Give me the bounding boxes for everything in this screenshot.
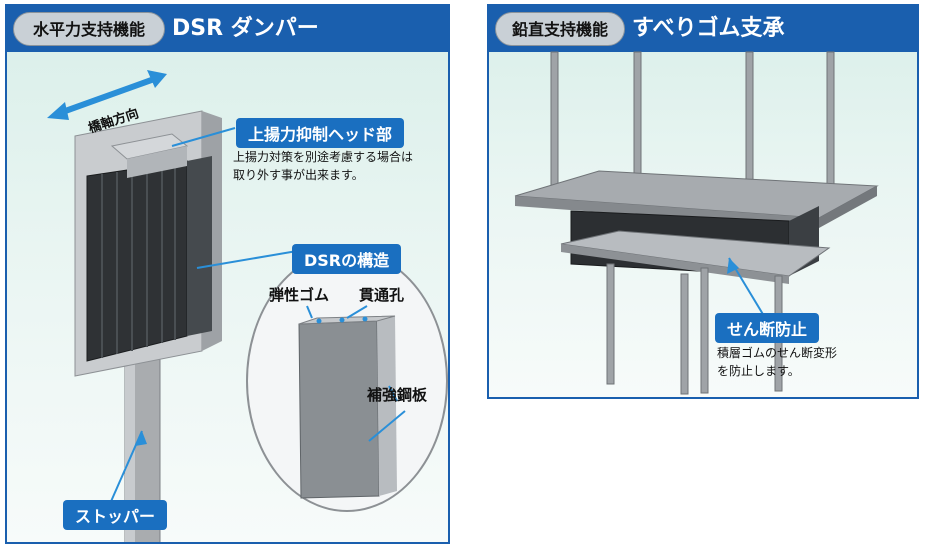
rubber-body-side — [187, 156, 212, 336]
head-leader-line — [171, 127, 236, 147]
lower-rod-2 — [680, 273, 689, 395]
horizontal-support-pill: 水平力支持機能 — [13, 12, 165, 46]
shear-note-line1: 積層ゴムのせん断変形 — [717, 346, 838, 360]
through-hole-3 — [362, 316, 368, 322]
upper-rod-1 — [550, 51, 559, 203]
reinforcing-plate — [377, 316, 397, 496]
stopper-column-highlight — [125, 346, 135, 542]
cutaway-top — [298, 315, 396, 325]
dsr-damper-illustration — [47, 70, 448, 542]
through-hole-2 — [339, 317, 345, 323]
uplift-head-front — [127, 146, 187, 178]
vertical-support-pill: 鉛直支持機能 — [495, 12, 625, 46]
structure-leader-line — [196, 250, 298, 269]
through-hole-label: 貫通孔 — [359, 286, 405, 304]
stopper-label: ストッパー — [63, 500, 168, 530]
upper-rod-4 — [826, 51, 835, 193]
lower-rod-3 — [700, 267, 709, 394]
sliding-bearing-panel: 鉛直支持機能 すべりゴム支承 せん断防止 積層ゴムのせん断変形 を防止します。 — [487, 4, 919, 399]
reinforcing-plate-label: 補強鋼板 — [367, 386, 428, 404]
sliding-bearing-title: すべりゴム支承 — [632, 16, 785, 41]
sliding-bearing-illustration — [514, 51, 879, 395]
elastic-rubber-label: 弾性ゴム — [269, 286, 330, 304]
through-hole-1 — [316, 318, 322, 324]
dsr-damper-panel: 水平力支持機能 DSR ダンパー — [5, 4, 450, 544]
uplift-note-line1: 上揚力対策を別途考慮する場合は — [233, 150, 414, 164]
lower-rod-1 — [606, 263, 615, 385]
dsr-structure-label: DSRの構造 — [292, 244, 402, 274]
dsr-damper-title: DSR ダンパー — [172, 16, 319, 41]
cutaway-rubber — [298, 320, 380, 499]
bridge-axis-arrow — [55, 75, 159, 117]
shear-prevention-label: せん断防止 — [715, 313, 820, 343]
uplift-note-line2: 取り外す事が出来ます。 — [233, 168, 364, 182]
shear-note-line2: を防止します。 — [717, 364, 800, 378]
uplift-head-label: 上揚力抑制ヘッド部 — [236, 118, 405, 148]
